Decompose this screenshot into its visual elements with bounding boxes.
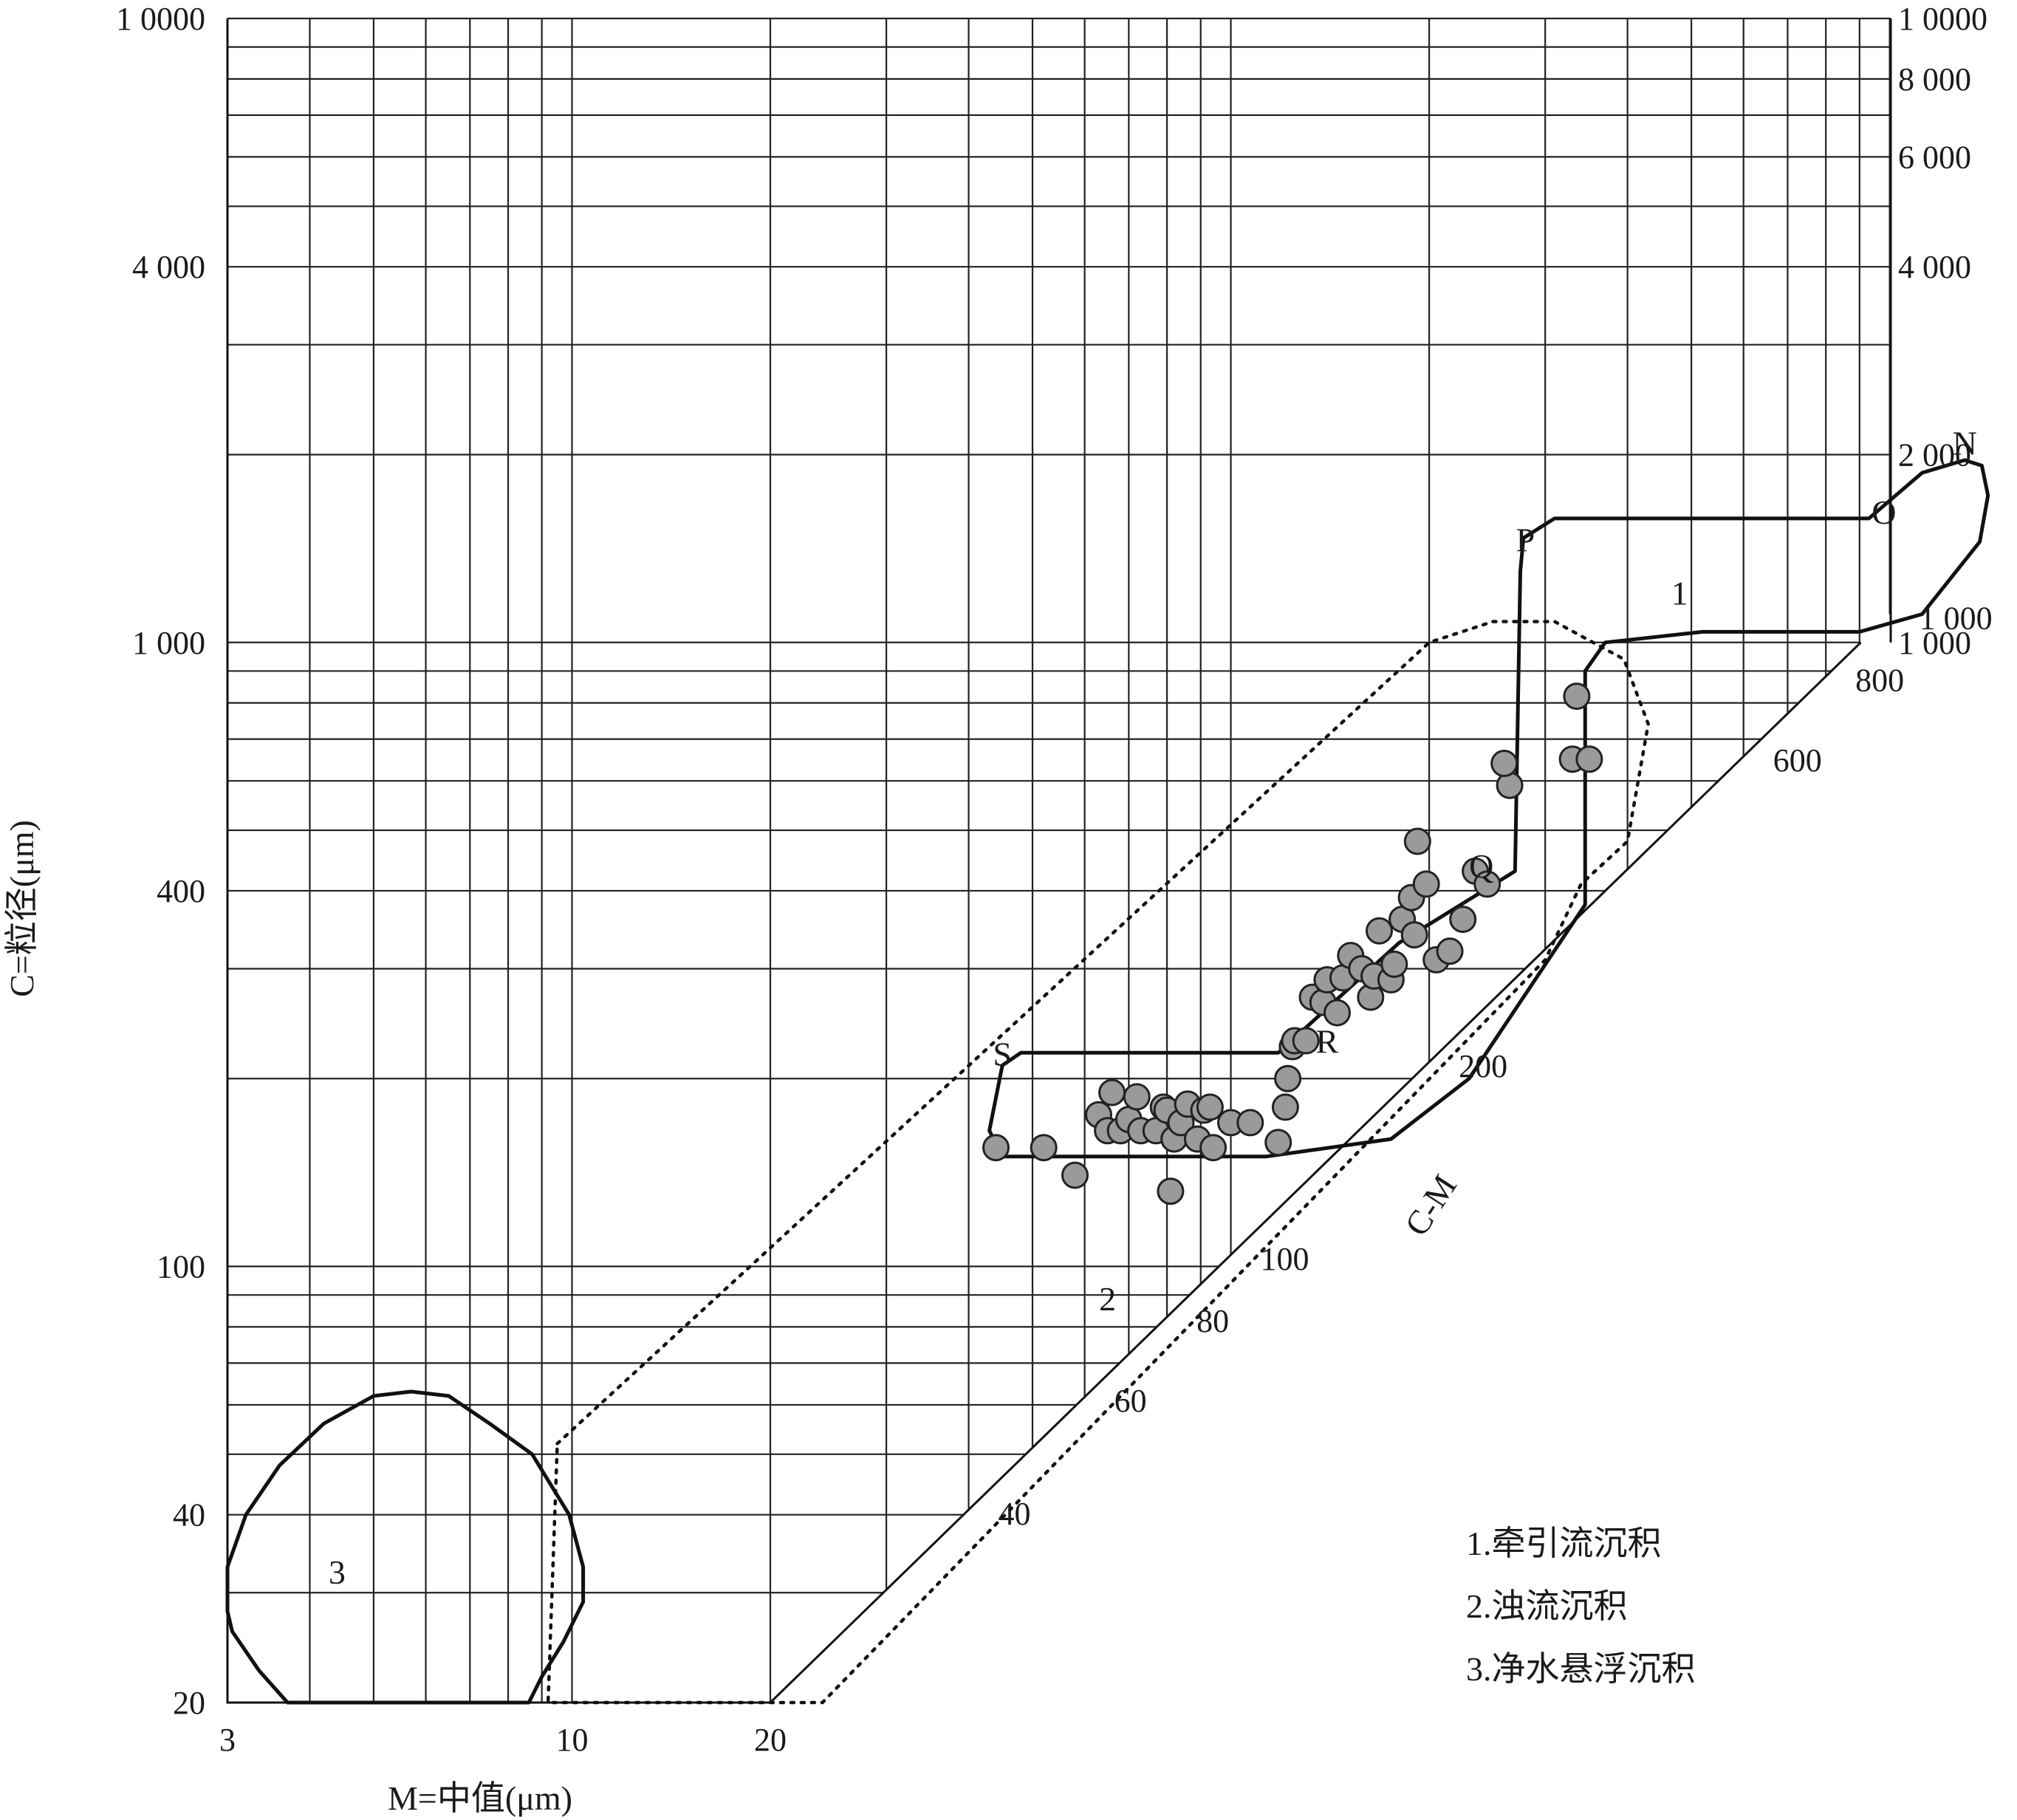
data-point-25 (1274, 1064, 1302, 1092)
data-point-5 (1098, 1078, 1126, 1106)
diag-tick-3: 100 (1261, 1241, 1309, 1277)
data-point-19 (1196, 1093, 1224, 1121)
y-tick-right-0: 1 000 (1898, 625, 1971, 661)
data-point-44 (1403, 827, 1431, 855)
y-tick-left-0: 20 (173, 1685, 205, 1721)
region-3 (225, 1389, 586, 1705)
y-tick-left-5: 4 000 (132, 249, 205, 285)
region-label-S: S (993, 1035, 1012, 1072)
data-point-45 (1412, 870, 1440, 898)
data-point-2 (1061, 1161, 1089, 1189)
data-point-22 (1236, 1109, 1264, 1137)
tick-labels: 3 10 20 20 40 100 400 1 000 4 000 1 0000 1 000 2 00… (116, 1, 1993, 1758)
legend-item-2: 2.浊流沉积 (1466, 1587, 1628, 1625)
axis-frame (226, 18, 1892, 1704)
x-tick-2: 20 (754, 1722, 787, 1758)
data-point-52 (1490, 750, 1518, 777)
y-tick-left-2: 100 (157, 1249, 205, 1285)
data-point-20 (1199, 1134, 1227, 1162)
data-point-32 (1323, 999, 1351, 1027)
diag-tick-0: 40 (999, 1496, 1031, 1532)
region-labels: N O P Q R S 1 2 3 (329, 424, 1977, 1591)
region-label-N: N (1953, 424, 1977, 462)
y-axis-label: C=粒径(μm) (3, 820, 41, 997)
region-label-P: P (1516, 521, 1535, 558)
region-label-Q: Q (1469, 847, 1493, 885)
data-point-54 (1563, 682, 1591, 711)
region-label-1: 1 (1671, 574, 1688, 612)
data-point-28 (1292, 1027, 1320, 1055)
y-tick-right-1: 2 000 (1898, 437, 1971, 473)
region-2 (546, 620, 1651, 1705)
data-points (982, 682, 1603, 1205)
y-tick-right-2: 4 000 (1898, 249, 1971, 285)
data-point-50 (1473, 870, 1501, 898)
x-tick-0: 3 (219, 1722, 236, 1758)
data-point-13 (1157, 1177, 1185, 1205)
x-axis-label: M=中值(μm) (388, 1779, 572, 1817)
diag-tick-6: 800 (1855, 663, 1904, 699)
region-label-O: O (1872, 493, 1896, 531)
data-point-1 (1030, 1134, 1058, 1162)
diag-axis-label: C-M (1397, 1168, 1464, 1242)
diag-tick-4: 200 (1459, 1048, 1507, 1084)
region-label-R: R (1316, 1022, 1339, 1060)
y-tick-right-4: 8 000 (1898, 61, 1971, 98)
y-tick-left-6: 1 0000 (116, 1, 205, 37)
y-tick-left-1: 40 (173, 1497, 205, 1533)
frame-outline (226, 18, 1862, 1704)
data-point-38 (1366, 917, 1393, 945)
region-label-3: 3 (329, 1553, 346, 1591)
data-point-47 (1436, 937, 1464, 965)
legend: 1.牵引流沉积 2.浊流沉积 3.净水悬浮沉积 (1466, 1525, 1696, 1688)
data-point-43 (1400, 921, 1428, 949)
data-point-48 (1449, 906, 1477, 934)
x-tick-1: 10 (555, 1722, 588, 1758)
data-point-23 (1264, 1129, 1292, 1157)
grid-layer (226, 17, 1891, 1704)
diag-tick-5: 600 (1773, 742, 1822, 779)
diag-tick-2: 80 (1196, 1303, 1229, 1339)
data-point-24 (1271, 1093, 1299, 1121)
diag-tick-7: 1 000 (1920, 601, 1993, 637)
data-point-40 (1380, 950, 1408, 978)
y-tick-right-5: 1 0000 (1898, 1, 1987, 37)
region-label-2: 2 (1099, 1280, 1116, 1318)
legend-item-1: 1.牵引流沉积 (1466, 1525, 1662, 1562)
y-tick-left-4: 1 000 (132, 625, 205, 661)
legend-item-3: 3.净水悬浮沉积 (1466, 1650, 1696, 1688)
y-tick-right-3: 6 000 (1898, 139, 1971, 175)
diag-tick-1: 60 (1114, 1383, 1147, 1419)
y-tick-left-3: 400 (157, 873, 205, 909)
data-point-55 (1575, 745, 1603, 773)
data-point-0 (982, 1134, 1010, 1162)
data-point-8 (1123, 1083, 1151, 1111)
